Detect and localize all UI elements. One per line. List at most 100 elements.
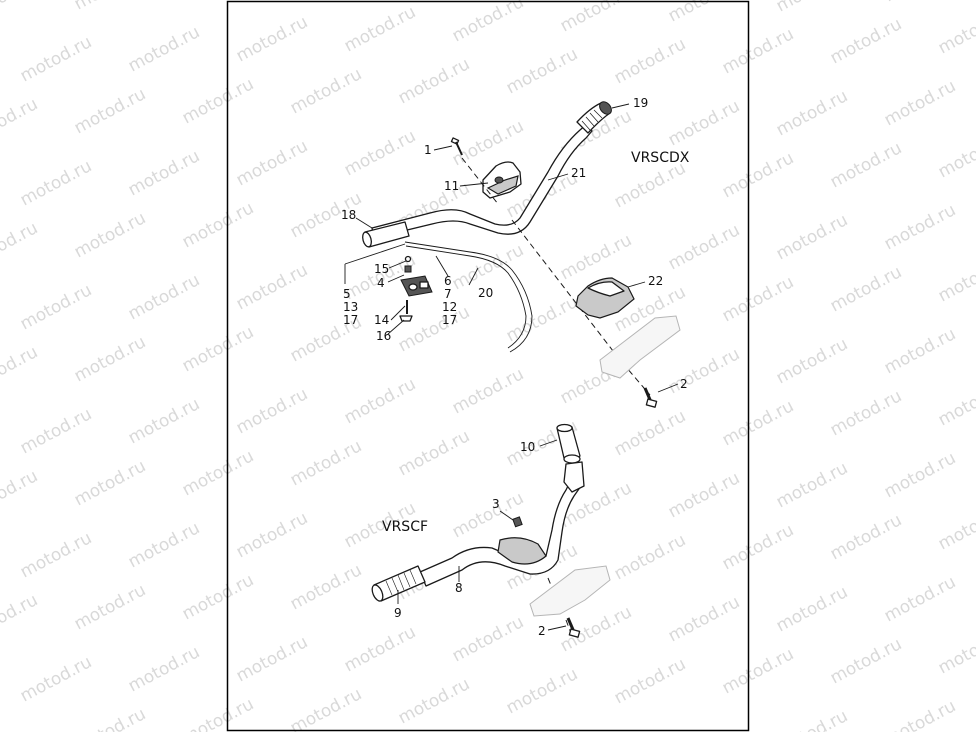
watermark-text: motod.ru bbox=[0, 466, 41, 520]
watermark-text: motod.ru bbox=[179, 446, 257, 500]
screw-1 bbox=[450, 137, 463, 156]
watermark-text: motod.ru bbox=[719, 272, 797, 326]
watermark-text: motod.ru bbox=[287, 684, 365, 732]
watermark-text: motod.ru bbox=[287, 64, 365, 118]
callout-9: 9 bbox=[394, 606, 402, 620]
grip-10-top bbox=[556, 423, 573, 433]
watermark-text: motod.ru bbox=[611, 34, 689, 88]
watermark-text: motod.ru bbox=[17, 404, 95, 458]
watermark-text: motod.ru bbox=[125, 146, 203, 200]
watermark-text: motod.ru bbox=[503, 292, 581, 346]
model-label-vrscdx: VRSCDX bbox=[631, 150, 690, 166]
watermark-text: motod.ru bbox=[71, 704, 149, 732]
screw-3 bbox=[512, 516, 523, 528]
watermark-text: motod.ru bbox=[341, 126, 419, 180]
watermark-text: motod.ru bbox=[665, 220, 743, 274]
watermark-text: motod.ru bbox=[125, 22, 203, 76]
grip-9-end bbox=[371, 584, 384, 602]
watermark-text: motod.ru bbox=[395, 674, 473, 728]
cable-20 bbox=[404, 241, 533, 353]
handlebar-8-riser bbox=[497, 537, 547, 565]
watermark-text: motod.ru bbox=[233, 632, 311, 686]
part-4 bbox=[404, 265, 412, 273]
callout-13: 13 bbox=[343, 300, 358, 314]
callout-17-right: 17 bbox=[442, 313, 457, 327]
watermark-text: motod.ru bbox=[773, 458, 851, 512]
watermark-text: motod.ru bbox=[827, 14, 905, 68]
watermark-text: motod.ru bbox=[935, 500, 976, 554]
bolt-2-bottom bbox=[566, 617, 581, 638]
watermark-text: motod.ru bbox=[17, 528, 95, 582]
watermark-text: motod.ru bbox=[449, 612, 527, 666]
callout-11: 11 bbox=[444, 179, 459, 193]
callout-12: 12 bbox=[442, 300, 457, 314]
watermark-text: motod.ru bbox=[395, 426, 473, 480]
watermark-text: motod.ru bbox=[881, 448, 959, 502]
watermark-text: motod.ru bbox=[341, 2, 419, 56]
watermark-text: motod.ru bbox=[719, 148, 797, 202]
watermark-text: motod.ru bbox=[935, 376, 976, 430]
watermark-text: motod.ru bbox=[503, 664, 581, 718]
watermark-text: motod.ru bbox=[773, 706, 851, 732]
bolt-2-top bbox=[643, 387, 658, 408]
watermark-text: motod.ru bbox=[719, 520, 797, 574]
watermark-text: motod.ru bbox=[881, 572, 959, 626]
callout-16: 16 bbox=[376, 329, 391, 343]
watermark-text: motod.ru bbox=[233, 260, 311, 314]
watermark-text: motod.ru bbox=[611, 406, 689, 460]
riser-base-ghost-bottom bbox=[529, 565, 611, 617]
watermark-text: motod.ru bbox=[773, 582, 851, 636]
watermark-text: motod.ru bbox=[827, 138, 905, 192]
watermark-text: motod.ru bbox=[881, 0, 959, 6]
watermark-text: motod.ru bbox=[0, 0, 41, 24]
watermark-text: motod.ru bbox=[611, 530, 689, 584]
watermark-text: motod.ru bbox=[179, 74, 257, 128]
watermark-text: motod.ru bbox=[125, 394, 203, 448]
watermark-text: motod.ru bbox=[71, 0, 149, 14]
callout-15: 15 bbox=[374, 262, 389, 276]
watermark-text: motod.ru bbox=[341, 622, 419, 676]
watermark-text: motod.ru bbox=[935, 128, 976, 182]
watermark-text: motod.ru bbox=[179, 322, 257, 376]
watermark-text: motod.ru bbox=[17, 652, 95, 706]
watermark-text: motod.ru bbox=[71, 332, 149, 386]
watermark-text: motod.ru bbox=[665, 0, 743, 26]
callout-10: 10 bbox=[520, 440, 535, 454]
callout-17-left: 17 bbox=[343, 313, 358, 327]
riser-base-ghost-top bbox=[599, 315, 681, 379]
watermark-text: motod.ru bbox=[233, 508, 311, 562]
watermark-text: motod.ru bbox=[557, 0, 635, 36]
watermark-text: motod.ru bbox=[773, 334, 851, 388]
grip-19-texture bbox=[581, 109, 603, 131]
handlebar-8-end bbox=[563, 461, 585, 493]
switch-housing-5 bbox=[400, 275, 433, 297]
callout-labels: 1 11 21 19 18 20 22 2 15 4 5 13 17 14 16… bbox=[341, 96, 690, 638]
vrscdx-assembly bbox=[362, 101, 681, 408]
watermark-text: motod.ru bbox=[665, 344, 743, 398]
callout-22: 22 bbox=[648, 274, 663, 288]
watermark-text: motod.ru bbox=[827, 262, 905, 316]
watermark-text: motod.ru bbox=[773, 86, 851, 140]
watermark-text: motod.ru bbox=[827, 510, 905, 564]
watermark-text: motod.ru bbox=[395, 54, 473, 108]
watermark-text: motod.ru bbox=[0, 590, 41, 644]
watermark-text: motod.ru bbox=[449, 116, 527, 170]
watermark-text: motod.ru bbox=[71, 580, 149, 634]
riser-clamp-22-top bbox=[587, 281, 625, 297]
watermark-text: motod.ru bbox=[719, 24, 797, 78]
grip-18-end bbox=[362, 231, 372, 248]
watermark-text: motod.ru bbox=[125, 642, 203, 696]
grip-19-end bbox=[599, 101, 612, 115]
watermark-text: motod.ru bbox=[0, 218, 41, 272]
watermark-text: motod.ru bbox=[71, 208, 149, 262]
watermark-text: motod.ru bbox=[719, 644, 797, 698]
watermark-text: motod.ru bbox=[935, 4, 976, 58]
watermark-text: motod.ru bbox=[773, 0, 851, 16]
watermark-text: motod.ru bbox=[665, 96, 743, 150]
watermark-text: motod.ru bbox=[125, 518, 203, 572]
watermark-text: motod.ru bbox=[449, 364, 527, 418]
watermark-text: motod.ru bbox=[0, 342, 41, 396]
watermark-text: motod.ru bbox=[881, 696, 959, 732]
